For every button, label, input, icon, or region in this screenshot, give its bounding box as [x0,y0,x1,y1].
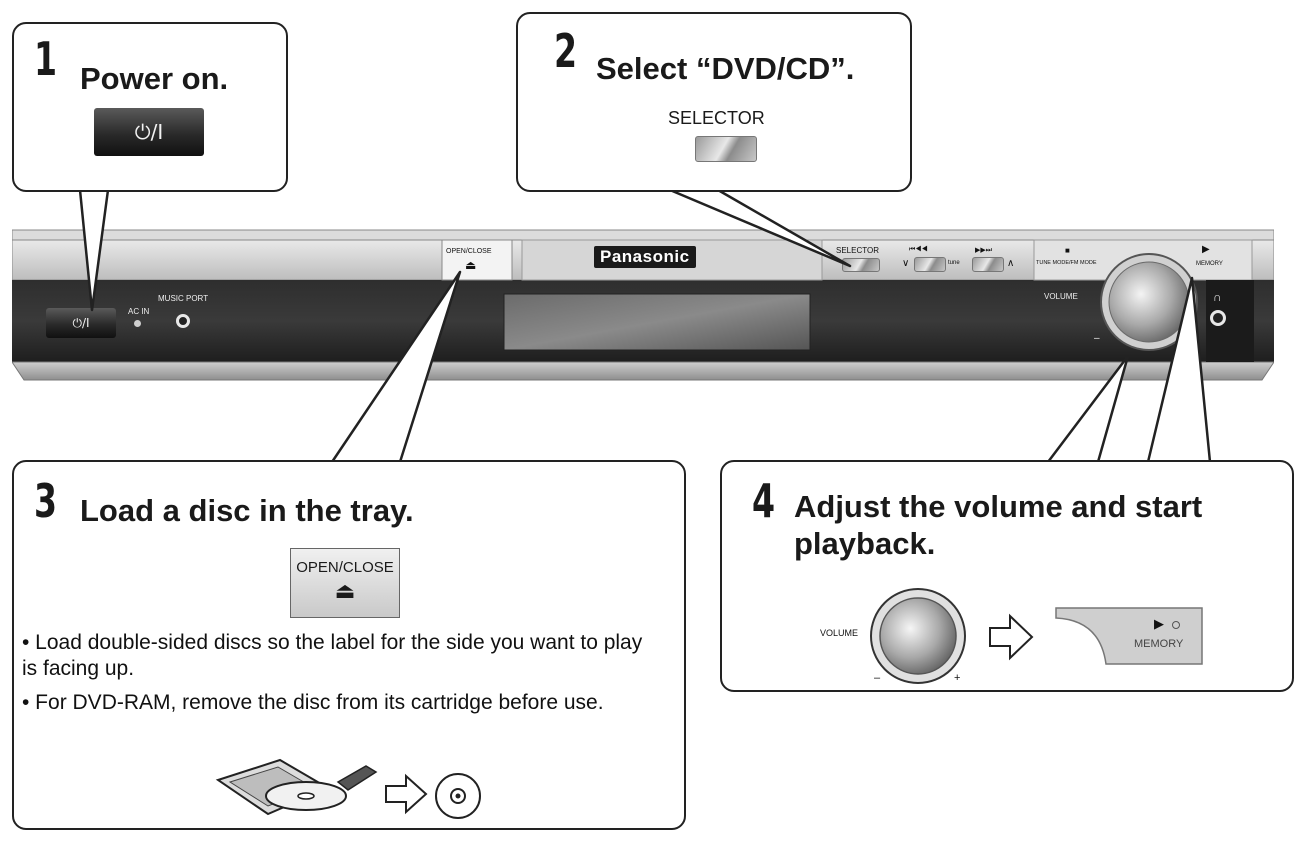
headphone-icon: ∩ [1213,290,1222,304]
step4-volume-minus: – [874,672,881,684]
step1-number: 1 [34,32,58,86]
power-icon: ⏻/I [134,120,164,144]
device-stop-icon[interactable]: ■ [1065,246,1070,255]
device-power-label: ⏻/I [72,315,90,330]
disc-cartridge-illustration [215,758,481,819]
device-eject-icon[interactable]: ⏏ [465,258,477,272]
step4-title: Adjust the volume and start playback. [794,489,1203,562]
step3-number: 3 [34,474,58,528]
step1-power-button: ⏻/I [94,108,204,156]
device-prev-button[interactable] [914,257,946,272]
device-selector-label: SELECTOR [836,246,879,255]
step4-callout: 4 Adjust the volume and start playback. … [720,460,1294,692]
step3-bullet-2: • For DVD-RAM, remove the disc from its … [22,691,604,714]
step4-volume-label: VOLUME [820,628,859,638]
step3-open-close-label: OPEN/CLOSE [296,559,394,576]
device-volume-label: VOLUME [1044,292,1078,301]
cartridge-tab-icon [336,765,378,791]
step2-number: 2 [554,24,578,78]
step2-callout: 2 Select “DVD/CD”. SELECTOR [516,12,912,192]
step4-memory-label: MEMORY [1134,638,1184,650]
step3-open-close-button: OPEN/CLOSE ⏏ [290,548,400,618]
device-play-icon[interactable]: ▶ [1202,244,1210,255]
device-volume-plus: + [1180,333,1186,344]
step1-callout: 1 Power on. ⏻/I [12,22,288,192]
ac-in-indicator [134,320,141,327]
step2-selector-button [695,136,757,162]
step1-title: Power on. [80,61,229,96]
device-tune-mode-label: TUNE MODE/FM MODE [1036,260,1097,266]
device-up-icon: ∧ [1007,258,1015,269]
device-ac-in-label: AC IN [128,307,150,316]
device-tune-label: tune [948,260,960,266]
device-memory-label: MEMORY [1196,261,1223,267]
step4-indicator-dot [1172,621,1180,629]
step4-volume-knob [870,588,966,684]
headphone-jack[interactable] [1210,310,1226,326]
step4-number: 4 [752,474,776,528]
device-volume-minus: – [1094,333,1100,344]
device-brand-logo: Panasonic [594,246,696,268]
device-prev-icon: ⏮◀◀ [909,246,928,253]
step4-memory-button [1055,607,1203,665]
device-next-icon: ▶▶⏭ [975,247,993,254]
device-power-button[interactable]: ⏻/I [46,308,116,338]
eject-icon: ⏏ [334,578,356,603]
device-open-close-label: OPEN/CLOSE [446,248,492,255]
device-down-icon: ∨ [902,258,910,269]
step2-title: Select “DVD/CD”. [596,51,855,86]
device-selector-button[interactable] [842,258,880,272]
step4-play-icon: ▶ [1154,616,1164,631]
step4-volume-plus: + [954,672,961,684]
music-port-jack[interactable] [176,314,190,328]
step3-bullet-1: • Load double-sided discs so the label f… [22,631,643,680]
step2-selector-label: SELECTOR [668,108,765,128]
step3-callout: 3 Load a disc in the tray. OPEN/CLOSE ⏏ … [12,460,686,830]
arrow-right-icon [989,613,1034,661]
device-next-button[interactable] [972,257,1004,272]
step3-title: Load a disc in the tray. [80,493,414,528]
arrow-right-icon [385,773,428,815]
device-music-port-label: MUSIC PORT [158,294,209,303]
brand-logo-text: Panasonic [600,247,690,266]
